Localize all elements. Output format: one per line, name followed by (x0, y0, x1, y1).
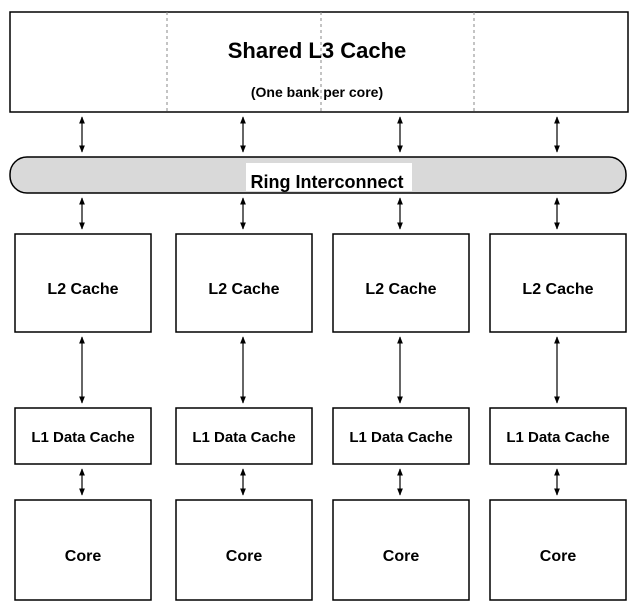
core-box (332, 499, 470, 601)
l2-cache-label: L2 Cache (208, 281, 279, 298)
core-box (14, 499, 152, 601)
l2-cache-box (14, 233, 152, 333)
ring-label: Ring Interconnect (250, 172, 403, 192)
l3-subtitle: (One bank per core) (251, 84, 383, 100)
l1-data-cache-box (489, 407, 627, 465)
l3-cache-box (9, 11, 629, 113)
core-column-1: L2 Cache L1 Data Cache Core (14, 116, 152, 601)
core-box (175, 499, 313, 601)
l1-data-cache-label: L1 Data Cache (506, 429, 609, 446)
l1-data-cache-box (175, 407, 313, 465)
l1-data-cache-label: L1 Data Cache (192, 429, 295, 446)
l2-cache-label: L2 Cache (522, 281, 593, 298)
l2-cache-box (489, 233, 627, 333)
l3-cache-block: Shared L3 Cache (One bank per core) (9, 11, 629, 113)
core-box (489, 499, 627, 601)
core-column-4: L2 Cache L1 Data Cache Core (489, 116, 627, 601)
l1-data-cache-label: L1 Data Cache (349, 429, 452, 446)
l1-data-cache-box (332, 407, 470, 465)
l2-cache-box (175, 233, 313, 333)
ring-interconnect: Ring Interconnect (9, 156, 627, 194)
ring-label-background (246, 163, 412, 191)
l1-data-cache-box (14, 407, 152, 465)
core-column-3: L2 Cache L1 Data Cache Core (332, 116, 470, 601)
core-label: Core (226, 548, 263, 565)
l2-cache-box (332, 233, 470, 333)
l2-cache-label: L2 Cache (365, 281, 436, 298)
l2-cache-label: L2 Cache (47, 281, 118, 298)
core-label: Core (540, 548, 577, 565)
core-label: Core (383, 548, 420, 565)
core-column-2: L2 Cache L1 Data Cache Core (175, 116, 313, 601)
l3-title: Shared L3 Cache (228, 38, 407, 63)
core-label: Core (65, 548, 102, 565)
l1-data-cache-label: L1 Data Cache (31, 429, 134, 446)
